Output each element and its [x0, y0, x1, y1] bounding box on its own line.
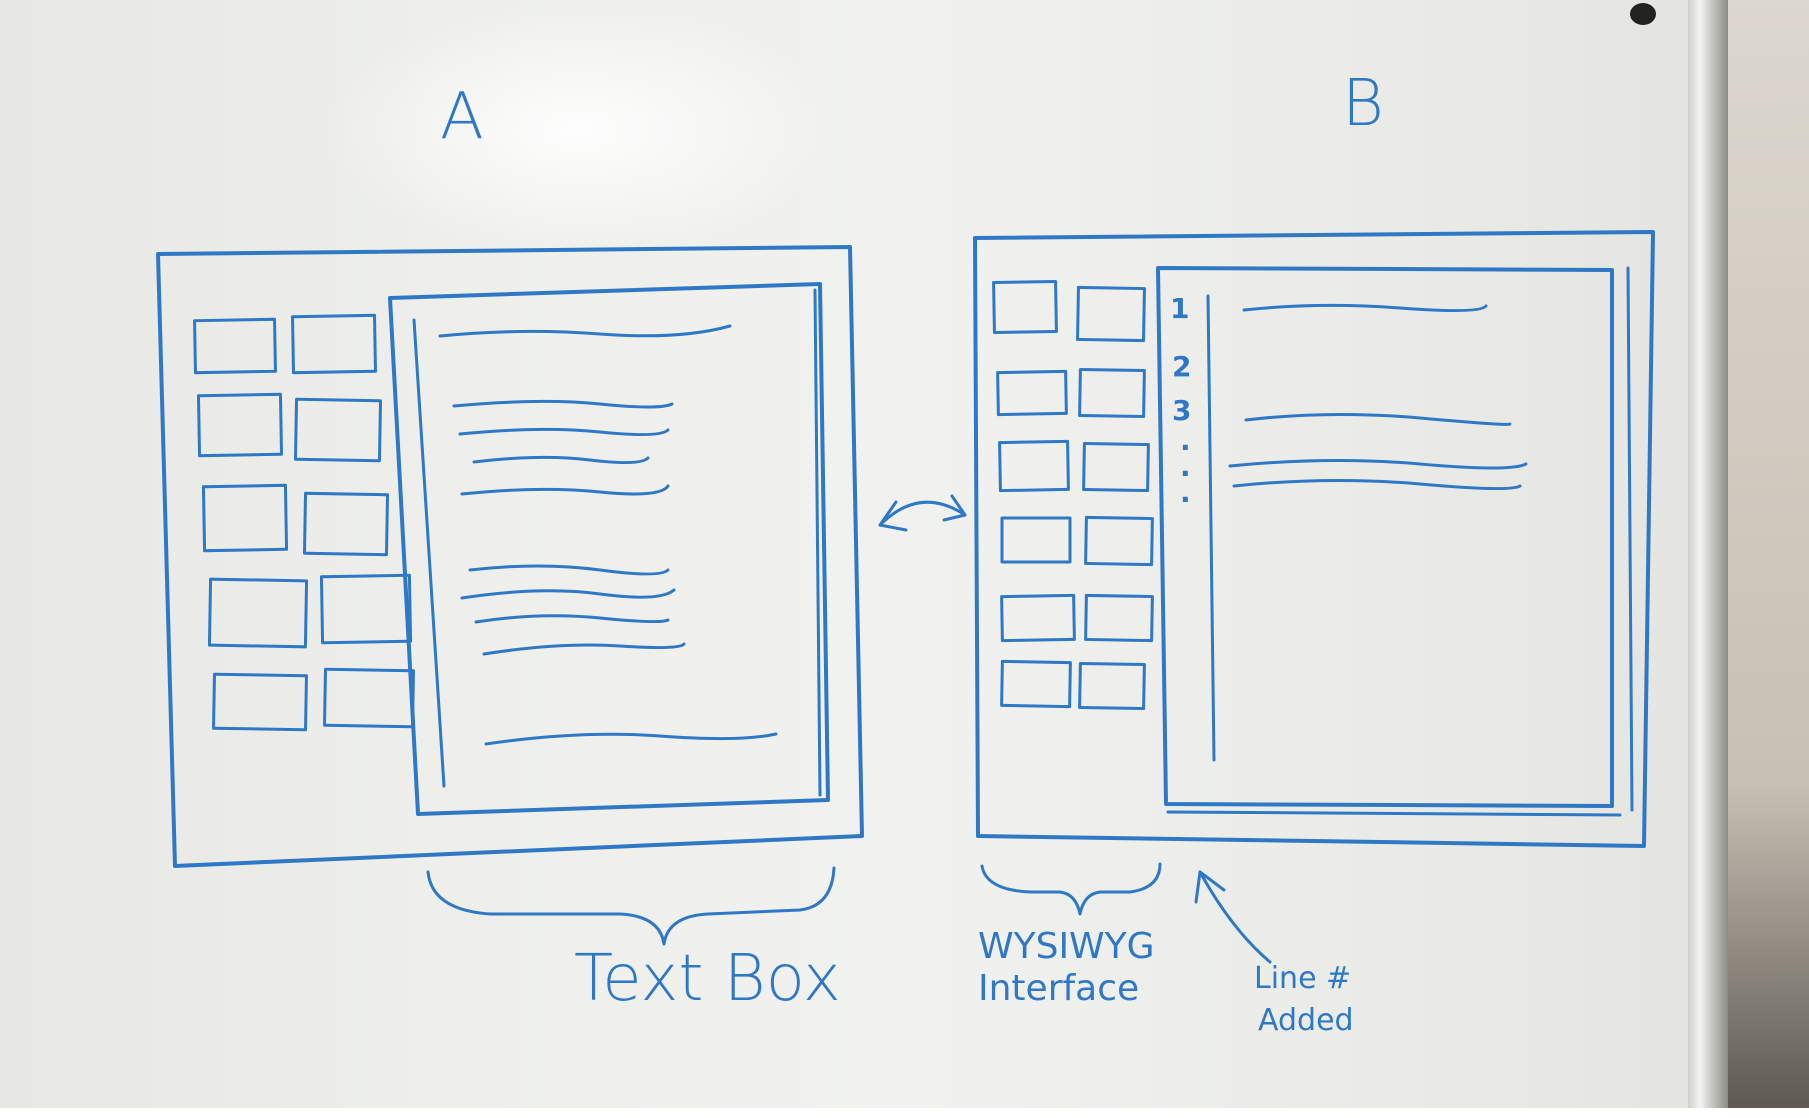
- panel-a-text-box-right-edge: [813, 288, 822, 797]
- annotation-wysiwyg: WYSIWYG: [978, 926, 1155, 967]
- wysiwyg-brace: [980, 862, 1162, 916]
- magnet-pin: [1630, 3, 1656, 25]
- panel-a-button: [201, 483, 289, 553]
- panel-b-heading: B: [1342, 67, 1384, 141]
- panel-a-button: [319, 573, 413, 645]
- panel-b-button: [1078, 367, 1146, 419]
- panel-a-button: [291, 313, 377, 375]
- annotation-line-number: Line #: [1254, 961, 1351, 996]
- panel-a-button: [212, 672, 308, 732]
- panel-a: [156, 245, 864, 946]
- text-line: [474, 614, 670, 624]
- panel-b-editor-bottom-edge: [1166, 810, 1622, 817]
- panel-b-button: [992, 279, 1058, 335]
- panel-b-button: [1078, 661, 1146, 711]
- line-number-arrow: [1198, 870, 1272, 964]
- text-line: [460, 484, 670, 496]
- text-line: [458, 427, 670, 437]
- panel-b-button: [1000, 593, 1076, 643]
- panel-a-outer-frame: [156, 245, 864, 868]
- panel-b-button: [1082, 441, 1150, 493]
- line-number-ellipsis: .: [1180, 450, 1191, 483]
- text-box-brace: [426, 866, 836, 946]
- annotation-added: Added: [1258, 1003, 1354, 1038]
- swap-arrow-head-left: [878, 500, 908, 532]
- panel-a-button: [196, 392, 284, 458]
- panel-b-outer-frame: [973, 230, 1655, 848]
- panel-b-button: [1000, 516, 1072, 564]
- panel-b-text-lines: [1228, 303, 1528, 491]
- line-number: 2: [1172, 350, 1191, 383]
- panel-b-button: [1000, 659, 1072, 709]
- panel-a-text-lines: [438, 324, 778, 746]
- text-line: [460, 588, 676, 600]
- panel-b-toolbar-buttons: [992, 279, 1154, 711]
- panel-b-button: [996, 369, 1068, 417]
- text-line: [472, 455, 650, 465]
- light-glare: [320, 0, 840, 260]
- swap-arrow-head-right: [942, 494, 967, 522]
- line-number: 3: [1172, 394, 1191, 427]
- wall: [1728, 0, 1809, 1118]
- panel-b-editor: [1156, 266, 1614, 808]
- panel-b-gutter-divider: [1206, 294, 1216, 762]
- whiteboard-frame: [1688, 0, 1728, 1118]
- swap-arrow: [878, 500, 967, 527]
- panel-a-button: [302, 491, 390, 557]
- panel-a-button: [323, 667, 415, 729]
- panel-a-text-box-inner-edge: [412, 318, 446, 788]
- panel-a-button: [207, 577, 309, 649]
- bottom-edge: [0, 1108, 1809, 1118]
- line-number-ellipsis: .: [1180, 476, 1191, 509]
- panel-b-button: [1076, 285, 1146, 343]
- annotation-text-box: Text Box: [574, 942, 841, 1016]
- panel-a-heading: A: [440, 80, 484, 154]
- panel-b-editor-right-edge: [1626, 266, 1634, 812]
- panel-b-button: [1084, 593, 1154, 643]
- text-line: [1242, 303, 1488, 313]
- text-line: [452, 399, 674, 409]
- text-line: [482, 642, 686, 656]
- panel-a-button: [293, 397, 383, 463]
- panel-a-button: [193, 317, 277, 375]
- line-number: 1: [1170, 292, 1189, 325]
- panel-b-line-numbers: 1 2 3 . . .: [1170, 292, 1191, 509]
- panel-b-button: [1084, 515, 1154, 567]
- text-line: [438, 324, 732, 338]
- text-line: [468, 564, 670, 576]
- panel-b: 1 2 3 . . .: [973, 230, 1655, 964]
- text-line: [1244, 412, 1512, 426]
- text-line: [1232, 478, 1522, 491]
- annotation-interface: Interface: [978, 968, 1139, 1009]
- panel-a-toolbar-buttons: [193, 313, 415, 732]
- line-number-ellipsis: .: [1180, 424, 1191, 457]
- panel-b-button: [998, 439, 1070, 493]
- line-number-arrow-head: [1194, 870, 1226, 904]
- text-line: [484, 732, 778, 746]
- text-line: [1228, 458, 1528, 470]
